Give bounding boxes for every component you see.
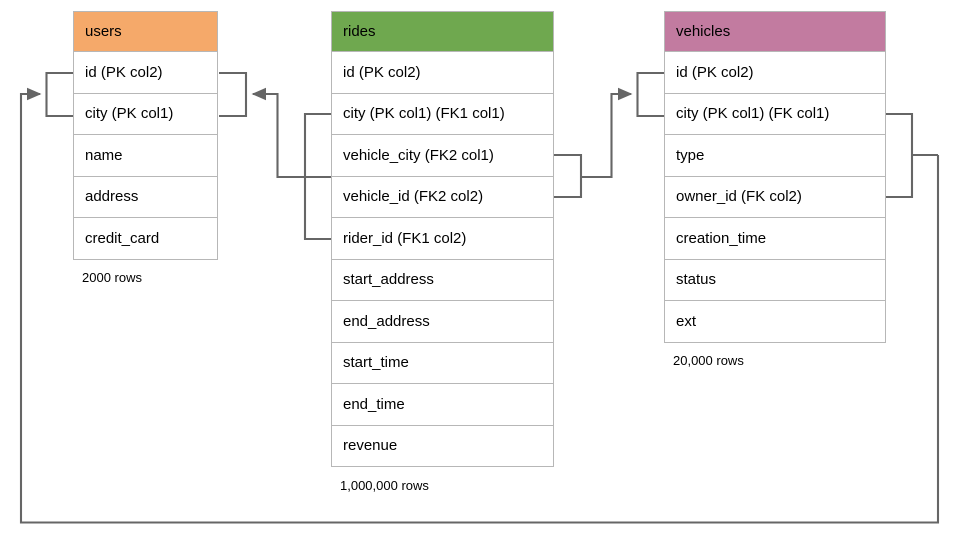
entity-column-vehicles-status[interactable]: status <box>664 259 886 301</box>
entity-column-users-id[interactable]: id (PK col2) <box>73 52 218 94</box>
entity-title-rides: rides <box>343 23 376 40</box>
column-label: owner_id (FK col2) <box>676 188 802 206</box>
column-label: status <box>676 271 717 289</box>
entity-title-vehicles: vehicles <box>676 23 731 40</box>
column-label: vehicle_city (FK2 col1) <box>343 146 494 164</box>
entity-table-vehicles[interactable]: vehicles id (PK col2) city (PK col1) (FK… <box>664 11 886 343</box>
users-right-bracket <box>219 71 248 118</box>
entity-column-rides-city[interactable]: city (PK col1) (FK1 col1) <box>331 93 554 135</box>
row-count-users: 2000 rows <box>82 270 142 285</box>
rides-to-users-line <box>251 87 331 179</box>
column-label: vehicle_id (FK2 col2) <box>343 188 484 206</box>
entity-column-vehicles-creation-time[interactable]: creation_time <box>664 218 886 260</box>
column-label: end_address <box>343 312 430 330</box>
entity-column-rides-start-time[interactable]: start_time <box>331 342 554 384</box>
entity-column-rides-rider-id[interactable]: rider_id (FK1 col2) <box>331 218 554 260</box>
entity-column-rides-end-address[interactable]: end_address <box>331 301 554 343</box>
vehicles-right-bracket <box>885 112 914 199</box>
entity-table-rides[interactable]: rides id (PK col2) city (PK col1) (FK1 c… <box>331 11 554 467</box>
entity-column-users-city[interactable]: city (PK col1) <box>73 93 218 135</box>
column-label: id (PK col2) <box>676 63 754 81</box>
vehicles-to-users-line <box>19 87 940 524</box>
entity-header-vehicles: vehicles <box>664 11 886 52</box>
row-count-vehicles: 20,000 rows <box>673 353 744 368</box>
column-label: creation_time <box>676 229 767 247</box>
column-label: credit_card <box>85 229 160 247</box>
entity-column-vehicles-id[interactable]: id (PK col2) <box>664 52 886 94</box>
rides-to-vehicles-line <box>581 87 633 179</box>
entity-title-users: users <box>85 23 122 40</box>
entity-column-users-credit-card[interactable]: credit_card <box>73 218 218 260</box>
entity-column-users-name[interactable]: name <box>73 135 218 177</box>
row-count-rides: 1,000,000 rows <box>340 478 429 493</box>
column-label: id (PK col2) <box>85 63 163 81</box>
users-left-bracket <box>45 71 74 118</box>
entity-column-vehicles-type[interactable]: type <box>664 135 886 177</box>
entity-column-rides-vehicle-id[interactable]: vehicle_id (FK2 col2) <box>331 176 554 218</box>
entity-header-users: users <box>73 11 218 52</box>
column-label: ext <box>676 312 697 330</box>
entity-column-vehicles-city[interactable]: city (PK col1) (FK col1) <box>664 93 886 135</box>
entity-column-vehicles-ext[interactable]: ext <box>664 301 886 343</box>
column-label: start_address <box>343 271 434 289</box>
column-label: end_time <box>343 395 405 413</box>
entity-column-rides-end-time[interactable]: end_time <box>331 384 554 426</box>
column-label: type <box>676 146 705 164</box>
column-label: start_time <box>343 354 409 372</box>
column-label: address <box>85 188 139 206</box>
entity-column-rides-id[interactable]: id (PK col2) <box>331 52 554 94</box>
entity-column-rides-revenue[interactable]: revenue <box>331 425 554 467</box>
vehicles-left-bracket <box>636 71 665 118</box>
column-label: city (PK col1) (FK col1) <box>676 105 830 123</box>
rides-right-bracket <box>554 153 583 199</box>
column-label: rider_id (FK1 col2) <box>343 229 467 247</box>
column-label: city (PK col1) (FK1 col1) <box>343 105 505 123</box>
entity-column-users-address[interactable]: address <box>73 176 218 218</box>
column-label: city (PK col1) <box>85 105 174 123</box>
column-label: id (PK col2) <box>343 63 421 81</box>
entity-column-vehicles-owner-id[interactable]: owner_id (FK col2) <box>664 176 886 218</box>
entity-header-rides: rides <box>331 11 554 52</box>
entity-column-rides-vehicle-city[interactable]: vehicle_city (FK2 col1) <box>331 135 554 177</box>
column-label: name <box>85 146 123 164</box>
column-label: revenue <box>343 437 398 455</box>
entity-column-rides-start-address[interactable]: start_address <box>331 259 554 301</box>
entity-table-users[interactable]: users id (PK col2) city (PK col1) name a… <box>73 11 218 260</box>
